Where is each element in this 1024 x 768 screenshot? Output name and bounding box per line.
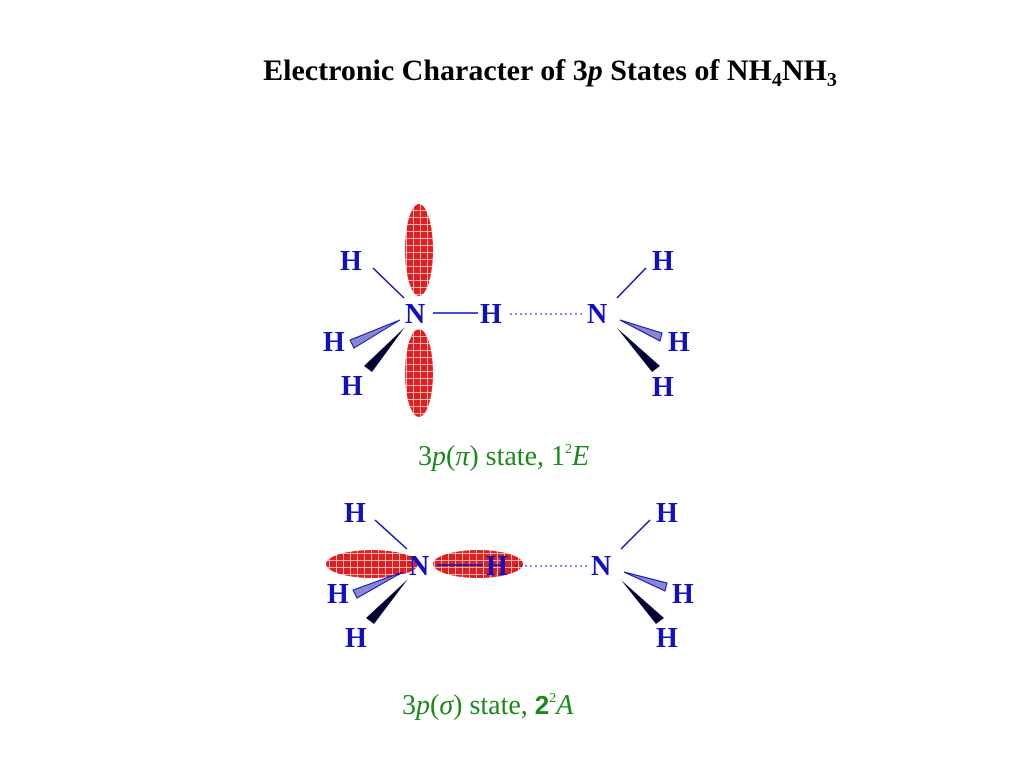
atom-h-bridge-2: H	[486, 551, 508, 582]
atom-h-upper-left-2: H	[344, 498, 366, 529]
solid-wedge-left-2	[366, 579, 408, 624]
sigma-state-molecule: H N H N H H H H H	[326, 498, 694, 654]
hashed-wedge-right-2	[623, 571, 668, 592]
atom-h-mid-right-2: H	[672, 579, 694, 610]
solid-wedge-right	[617, 328, 660, 372]
atom-h-lower-left: H	[341, 371, 363, 402]
solid-wedge-left	[364, 327, 405, 372]
atom-h-upper-right-2: H	[656, 498, 678, 529]
bond-n-h-upper-right	[616, 267, 647, 299]
solid-wedge-right-2	[621, 580, 664, 624]
atom-n-left-2: N	[409, 551, 429, 582]
bond-n-h-upper-right-2	[620, 519, 651, 550]
hashed-wedge-right	[619, 319, 663, 342]
atom-h-lower-right: H	[652, 372, 674, 403]
atom-h-lower-right-2: H	[656, 623, 678, 654]
hashed-wedge-left-2	[352, 571, 404, 599]
atom-n-right: N	[587, 299, 607, 330]
pi-orbital-upper-lobe	[405, 204, 433, 296]
pi-state-molecule: H N H N H H H H H	[323, 204, 690, 417]
atom-h-bridge: H	[480, 299, 502, 330]
pi-orbital-lower-lobe	[405, 329, 433, 417]
atom-h-lower-left-2: H	[345, 623, 367, 654]
bond-n-h-upper-left-2	[374, 519, 408, 550]
atom-n-left: N	[405, 299, 425, 330]
sigma-orbital-right-lobe	[433, 550, 523, 578]
atom-h-upper-right: H	[652, 246, 674, 277]
sigma-orbital-left-lobe	[326, 550, 418, 578]
slide-title: Electronic Character of 3p States of NH4…	[263, 54, 837, 91]
hashed-wedge-left	[349, 319, 401, 349]
sigma-state-caption: 3p(σ) state, 22A	[402, 690, 574, 721]
atom-h-mid-right: H	[668, 327, 690, 358]
bond-n-h-upper-left	[372, 267, 405, 299]
atom-h-upper-left: H	[340, 246, 362, 277]
pi-state-caption: 3p(π) state, 12E	[418, 441, 589, 472]
atom-n-right-2: N	[591, 551, 611, 582]
atom-h-mid-left: H	[323, 327, 345, 358]
atom-h-mid-left-2: H	[327, 579, 349, 610]
